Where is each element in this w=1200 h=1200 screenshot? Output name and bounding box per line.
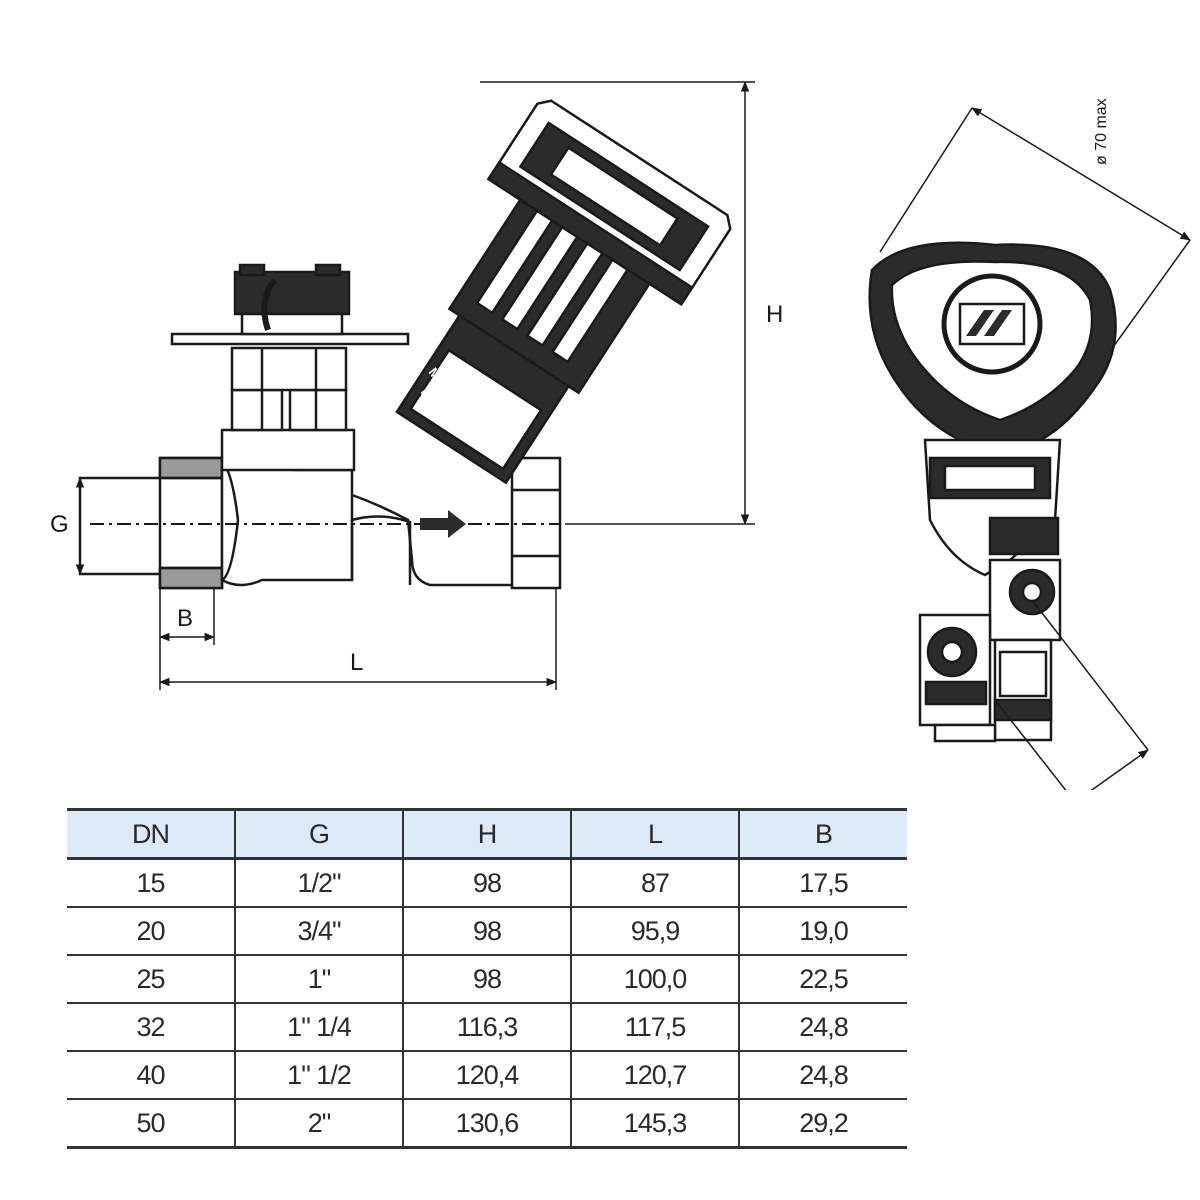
flow-arrow: [420, 510, 466, 538]
table-cell: 1" 1/2: [234, 1051, 403, 1100]
column-header-dn: DN: [67, 808, 235, 860]
table-cell: 98: [402, 955, 571, 1004]
valve-end-view: [868, 107, 1191, 790]
valve-side-view: [78, 99, 732, 590]
table-cell: 145,3: [570, 1099, 739, 1149]
table-cell: 1": [234, 955, 403, 1004]
dimension-b: [158, 588, 216, 645]
table-cell: 24,8: [738, 1051, 907, 1100]
table-row: 40 1" 1/2 120,4 120,7 24,8: [67, 1051, 907, 1100]
dimensions-table: DN G H L B 15 1/2" 98 87 17,5 20 3/4" 98…: [67, 808, 907, 1149]
table-cell: 1" 1/4: [234, 1003, 403, 1052]
table-cell: 117,5: [570, 1003, 739, 1052]
column-header-h: H: [402, 808, 571, 860]
table-row: 50 2" 130,6 145,3 29,2: [67, 1099, 907, 1149]
table-cell: 2": [234, 1099, 403, 1149]
valve-technical-drawing: MADE IN ITALY G B L H: [50, 80, 1191, 790]
table-cell: 20: [67, 907, 235, 956]
table-cell: 116,3: [402, 1003, 571, 1052]
column-header-l: L: [570, 808, 739, 860]
dimension-l-label: L: [350, 649, 363, 676]
table-cell: 25: [67, 955, 235, 1004]
dimension-g-label: G: [50, 511, 69, 538]
table-cell: 29,2: [738, 1099, 907, 1149]
table-cell: 17,5: [738, 858, 907, 908]
test-point-caps: [233, 270, 351, 316]
table-row: 25 1" 98 100,0 22,5: [67, 955, 907, 1004]
test-plate: [170, 332, 410, 346]
dimension-l: [158, 588, 558, 690]
table-cell: 19,0: [738, 907, 907, 956]
table-cell: 120,4: [402, 1051, 571, 1100]
table-cell: 100,0: [570, 955, 739, 1004]
table-cell: 120,7: [570, 1051, 739, 1100]
column-header-b: B: [738, 808, 907, 860]
table-cell: 24,8: [738, 1003, 907, 1052]
table-row: 20 3/4" 98 95,9 19,0: [67, 907, 907, 956]
table-cell: 3/4": [234, 907, 403, 956]
table-cell: 15: [67, 858, 235, 908]
table-cell: 50: [67, 1099, 235, 1149]
table-row: 15 1/2" 98 87 17,5: [67, 858, 907, 908]
table-cell: 95,9: [570, 907, 739, 956]
table-cell: 32: [67, 1003, 235, 1052]
table-cell: 1/2": [234, 858, 403, 908]
table-cell: 22,5: [738, 955, 907, 1004]
table-cell: 98: [402, 858, 571, 908]
inlet-pipe: [78, 476, 164, 576]
bonnet-block: [220, 428, 356, 472]
table-cell: 130,6: [402, 1099, 571, 1149]
dimension-h-label: H: [766, 301, 783, 328]
table-cell: 40: [67, 1051, 235, 1100]
table-cell: 87: [570, 858, 739, 908]
table-cell: 98: [402, 907, 571, 956]
diameter-label: ø 70 max: [1093, 98, 1110, 165]
table-header-row: DN G H L B: [67, 808, 907, 860]
dimension-h: [480, 80, 755, 526]
dimension-b-label: B: [177, 605, 193, 632]
column-header-g: G: [234, 808, 403, 860]
table-row: 32 1" 1/4 116,3 117,5 24,8: [67, 1003, 907, 1052]
